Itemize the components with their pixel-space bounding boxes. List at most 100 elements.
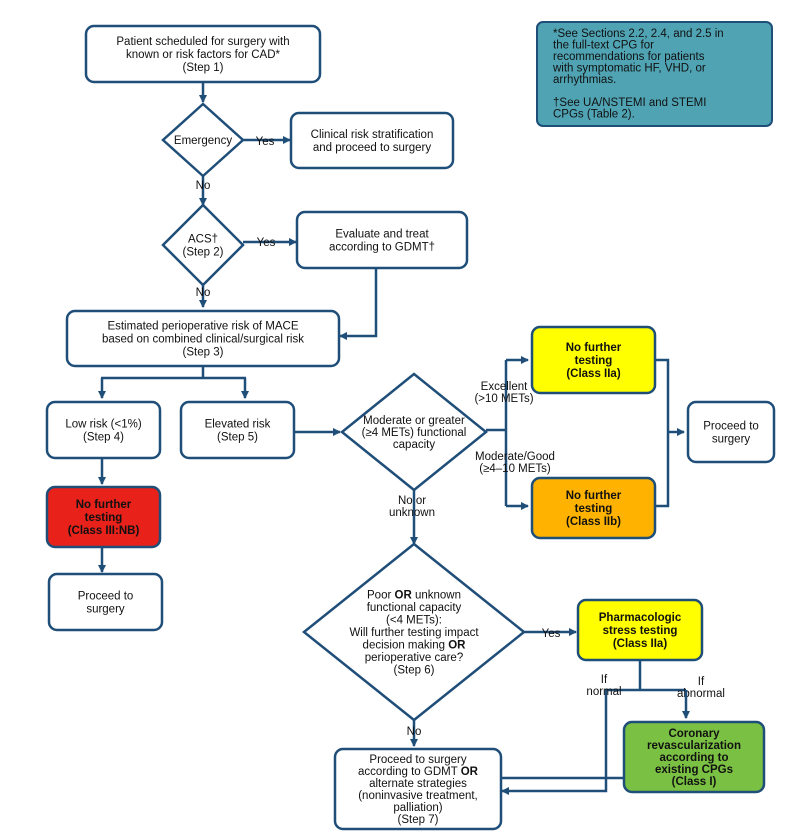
proceed-left-line: surgery: [86, 604, 125, 616]
note-line: arrhythmias.: [553, 74, 616, 86]
step3-line: Estimated perioperative risk of MACE: [107, 321, 298, 333]
coronary-revasc-line: Coronary: [668, 728, 720, 740]
step3-line: based on combined clinical/surgical risk: [102, 334, 304, 346]
emergency-decision: Emergency: [174, 135, 232, 147]
clinical-risk-line: and proceed to surgery: [313, 142, 432, 154]
low-risk-line: (Step 4): [83, 432, 124, 444]
no-further-class2b-line: No further: [566, 490, 622, 502]
functional-capacity-decision-line: Moderate or greater: [363, 415, 465, 427]
note-line: the full-text CPG for: [553, 40, 654, 52]
elevated-risk-line: (Step 5): [217, 432, 258, 444]
step7-line: alternate strategies: [369, 778, 467, 790]
proceed-left-box: [47, 572, 164, 632]
label-yes-acs: Yes: [257, 237, 276, 249]
label-moderate-good-line: (≥4–10 METs): [479, 463, 551, 475]
arrow-normal-step7: [501, 690, 608, 795]
coronary-revasc-line: revascularization: [647, 740, 741, 752]
step7-line: palliation): [393, 802, 442, 814]
label-yes-emergency-line: Yes: [256, 136, 275, 148]
label-no-step6: No: [407, 726, 422, 738]
label-if-abnormal-line: abnormal: [677, 688, 725, 700]
step6-decision-line: perioperative care?: [365, 652, 463, 664]
label-yes-emergency: Yes: [256, 136, 275, 148]
label-no-emergency-line: No: [196, 180, 211, 192]
no-further-class3-line: testing: [85, 512, 123, 524]
label-moderate-good-line: Moderate/Good: [475, 451, 555, 463]
clinical-risk-line: Clinical risk stratification: [311, 129, 434, 141]
label-excellent-line: (>10 METs): [474, 393, 533, 405]
pharmacologic-stress-line: Pharmacologic: [599, 612, 682, 624]
step3-line: (Step 3): [183, 347, 224, 359]
step7-line: according to GDMT OR: [358, 766, 479, 778]
step6-decision-line: (<4 METs):: [386, 615, 442, 627]
label-moderate-good: Moderate/Good(≥4–10 METs): [475, 451, 555, 475]
step6-decision-line: (Step 6): [394, 665, 435, 677]
step7-line: (Step 7): [398, 814, 439, 826]
proceed-right-line: Proceed to: [703, 421, 759, 433]
step7-line: Proceed to surgery: [369, 754, 466, 766]
elevated-risk: Elevated risk(Step 5): [205, 419, 271, 444]
label-excellent-line: Excellent: [481, 381, 528, 393]
note-box: [536, 21, 773, 127]
no-further-class2a-line: No further: [566, 342, 622, 354]
proceed-right-box: [686, 400, 776, 464]
step6-decision-line: Poor OR unknown: [367, 590, 461, 602]
evaluate-treat-box: [295, 210, 469, 270]
step7-line: (noninvasive treatment,: [358, 790, 478, 802]
low-risk: Low risk (<1%)(Step 4): [65, 419, 142, 444]
label-no-emergency: No: [196, 180, 211, 192]
functional-capacity-decision-line: capacity: [393, 439, 435, 451]
step6-decision-line: decision making OR: [363, 640, 467, 652]
step6-decision-line: Will further testing impact: [349, 627, 479, 639]
proceed-right-line: surgery: [712, 434, 751, 446]
coronary-revasc-box: [622, 720, 766, 794]
note-line: recommendations for patients: [553, 51, 705, 63]
no-further-class3-line: (Class III:NB): [68, 525, 140, 537]
low-risk-line: Low risk (<1%): [65, 419, 142, 431]
note-line: CPGs (Table 2).: [553, 109, 635, 121]
functional-capacity-decision: Moderate or greater(≥4 METs) functionalc…: [362, 415, 467, 451]
coronary-revasc-line: existing CPGs: [655, 764, 733, 776]
arrow-evaluate-step3: [339, 268, 378, 340]
label-if-normal-line: normal: [586, 686, 621, 698]
label-no-acs: No: [196, 287, 211, 299]
label-yes-acs-line: Yes: [257, 237, 276, 249]
no-further-class2a-line: testing: [575, 355, 613, 367]
no-further-class2b-line: (Class IIb): [566, 516, 621, 528]
no-further-class3-box: [45, 485, 162, 549]
acs-decision: ACS†(Step 2): [183, 234, 224, 259]
clinical-risk-box: [289, 111, 455, 170]
step1: Patient scheduled for surgery withknown …: [116, 36, 289, 74]
functional-capacity-decision-line: (≥4 METs) functional: [362, 427, 467, 439]
pharmacologic-stress-line: stress testing: [603, 625, 678, 637]
label-yes-step6: Yes: [542, 628, 561, 640]
label-no-or-unknown-line: No or: [398, 495, 426, 507]
step7-box: [333, 747, 503, 831]
evaluate-treat-line: according to GDMT†: [329, 242, 435, 254]
step3: Estimated perioperative risk of MACEbase…: [102, 321, 304, 359]
label-excellent: Excellent(>10 METs): [474, 381, 533, 405]
pharmacologic-stress-line: (Class IIa): [613, 638, 667, 650]
note-line: †See UA/NSTEMI and STEMI: [553, 97, 706, 109]
acs-decision-line: ACS†: [188, 234, 218, 246]
step1-line: (Step 1): [183, 62, 224, 74]
no-further-class3-line: No further: [76, 499, 132, 511]
arrow-class2-merge: [655, 358, 670, 508]
step6-decision-line: functional capacity: [367, 602, 462, 614]
coronary-revasc-line: according to: [659, 752, 728, 764]
no-further-class2a-line: (Class IIa): [566, 368, 620, 380]
elevated-risk-box: [179, 400, 296, 460]
